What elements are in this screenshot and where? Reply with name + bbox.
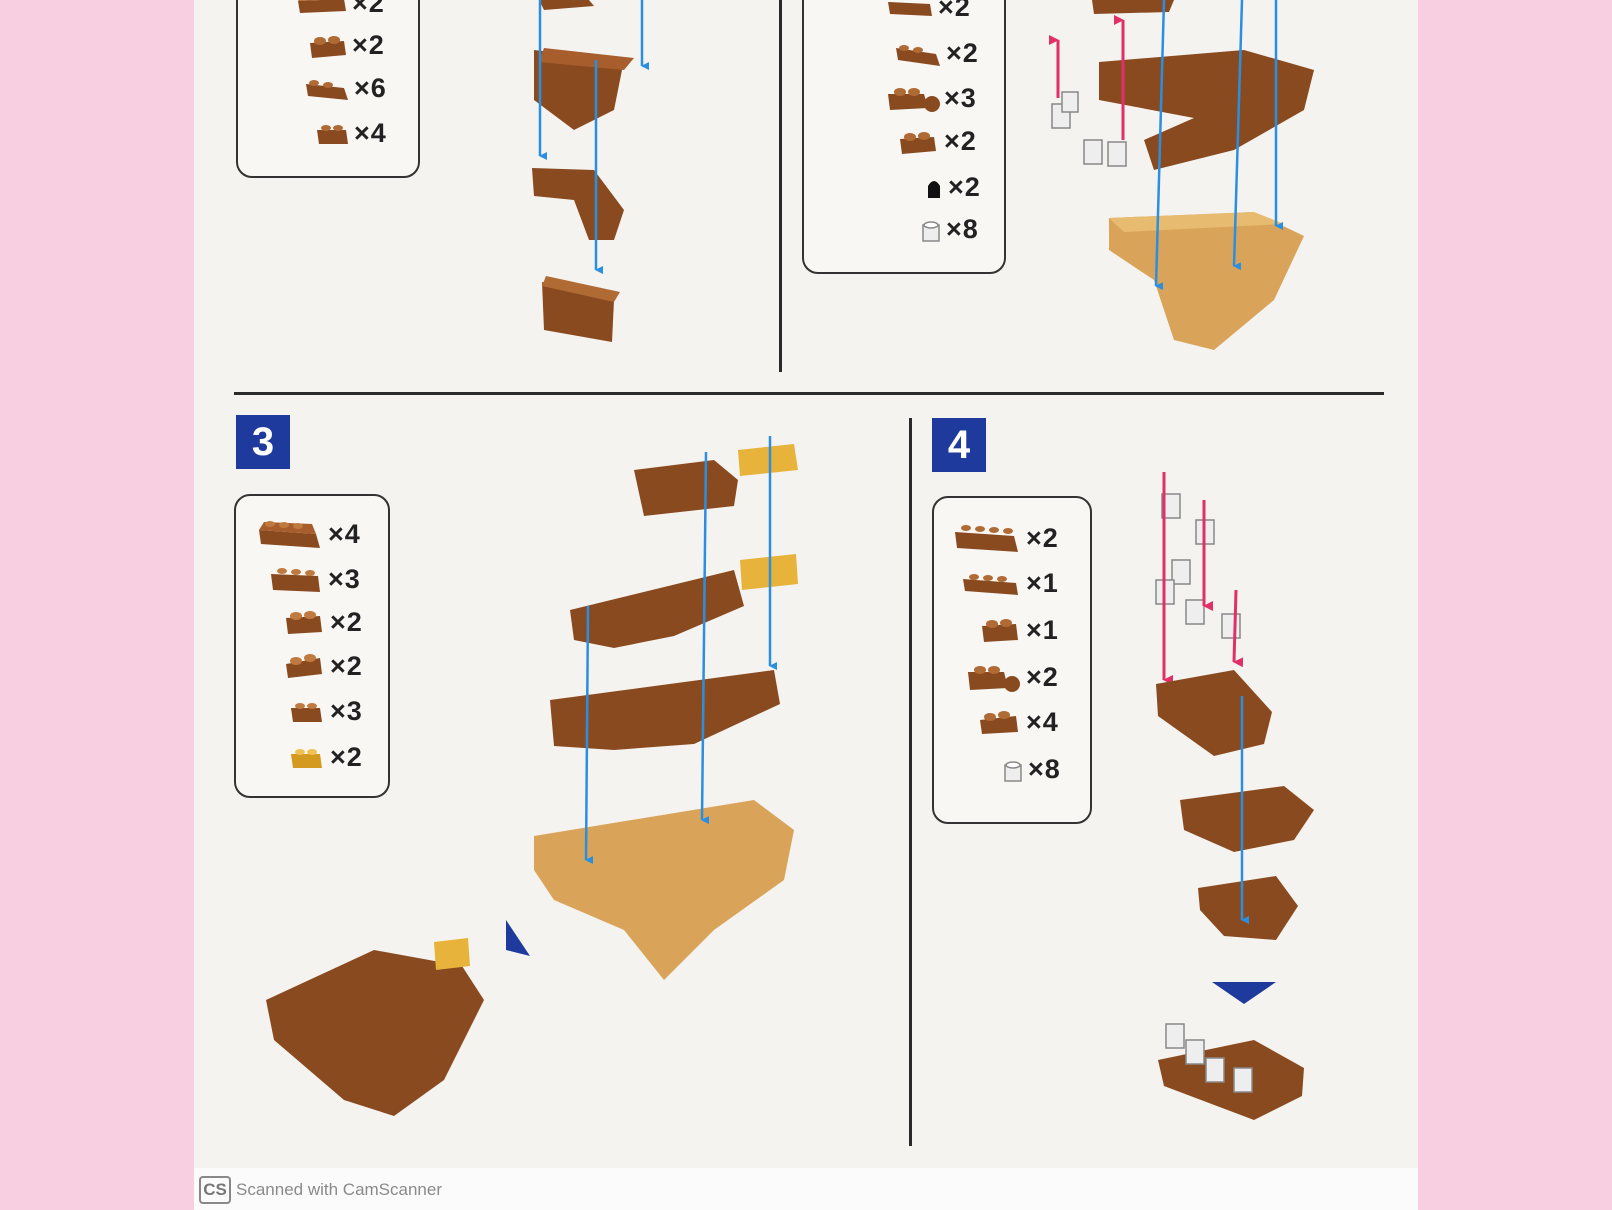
brick-2x2-icon	[982, 619, 1018, 642]
arrow	[700, 451, 710, 825]
part-row: ×3	[884, 82, 977, 114]
black-eye-piece-icon	[928, 180, 940, 198]
round-corner-brick-icon	[968, 666, 1020, 692]
part-row: ×3	[288, 696, 363, 727]
part-row: ×4	[976, 706, 1059, 738]
white-stud-piece-icon	[1004, 760, 1022, 782]
part-row: ×2	[964, 660, 1059, 694]
part-row: ×2	[288, 742, 363, 773]
step1-exploded-assembly	[532, 0, 649, 342]
brick-2x2-icon	[980, 711, 1018, 734]
arrow	[1154, 0, 1166, 291]
part-row: ×2	[306, 30, 385, 61]
brick-1x4-icon	[963, 573, 1018, 595]
brick-1x4-icon	[306, 79, 348, 100]
part-row: ×4	[256, 516, 361, 552]
arrow	[584, 605, 594, 865]
round-corner-brick-icon	[888, 88, 940, 112]
part-row: ×2	[294, 0, 385, 19]
step-number-3: 3	[236, 415, 290, 469]
part-row: ×2	[894, 38, 979, 69]
brick-2x4-icon	[259, 521, 320, 548]
brick-1x2-icon	[317, 124, 348, 144]
part-row: ×2	[896, 126, 977, 157]
part-row: ×2	[282, 606, 363, 638]
part-row: ×1	[978, 614, 1059, 646]
brick-2x2-icon	[286, 654, 322, 678]
part-row: ×8	[920, 214, 979, 245]
part-row: ×1	[960, 568, 1059, 599]
scanner-footer: CS Scanned with CamScanner	[194, 1168, 1418, 1210]
part-row: ×3	[268, 562, 361, 596]
camscanner-logo-icon: CS	[199, 1176, 231, 1204]
part-row: ×6	[304, 73, 387, 104]
part-row: ×2	[952, 520, 1059, 556]
step-number-4: 4	[932, 418, 986, 472]
horizontal-divider	[234, 392, 1384, 395]
step3-exploded-assembly	[266, 436, 798, 1116]
part-row: ×8	[1002, 754, 1061, 785]
brick-1x4-icon	[896, 44, 940, 66]
vertical-divider-top	[779, 0, 782, 372]
step4-exploded-assembly	[1155, 472, 1314, 1120]
part-row: ×2	[282, 650, 363, 682]
vertical-divider-bottom	[909, 418, 912, 1146]
brick-2x3-icon	[271, 568, 320, 592]
brick-2x4-icon	[298, 0, 346, 13]
arrow	[1232, 0, 1244, 271]
scanner-watermark-text: Scanned with CamScanner	[236, 1180, 443, 1199]
step2-exploded-assembly	[1049, 0, 1314, 350]
instruction-sheet: 3 4 ×2 ×2 ×6 ×4 ×2 ×2 ×3 ×2 ×2	[194, 0, 1418, 1210]
part-row: ×4	[314, 118, 387, 149]
brick-2x2-icon	[286, 611, 322, 634]
brick-2x4-icon	[888, 1, 932, 16]
brick-2x2-icon	[900, 131, 936, 154]
assembly-illustrations	[266, 0, 1314, 1120]
yellow-brick-1x2-icon	[291, 748, 322, 768]
brick-2x4-icon	[955, 525, 1018, 552]
brick-1x2-icon	[291, 702, 322, 722]
arrow	[1232, 589, 1244, 668]
part-row: ×2	[886, 0, 971, 23]
part-row: ×2	[924, 172, 981, 203]
white-stud-piece-icon	[922, 220, 940, 242]
brick-2x2-icon	[310, 35, 346, 58]
